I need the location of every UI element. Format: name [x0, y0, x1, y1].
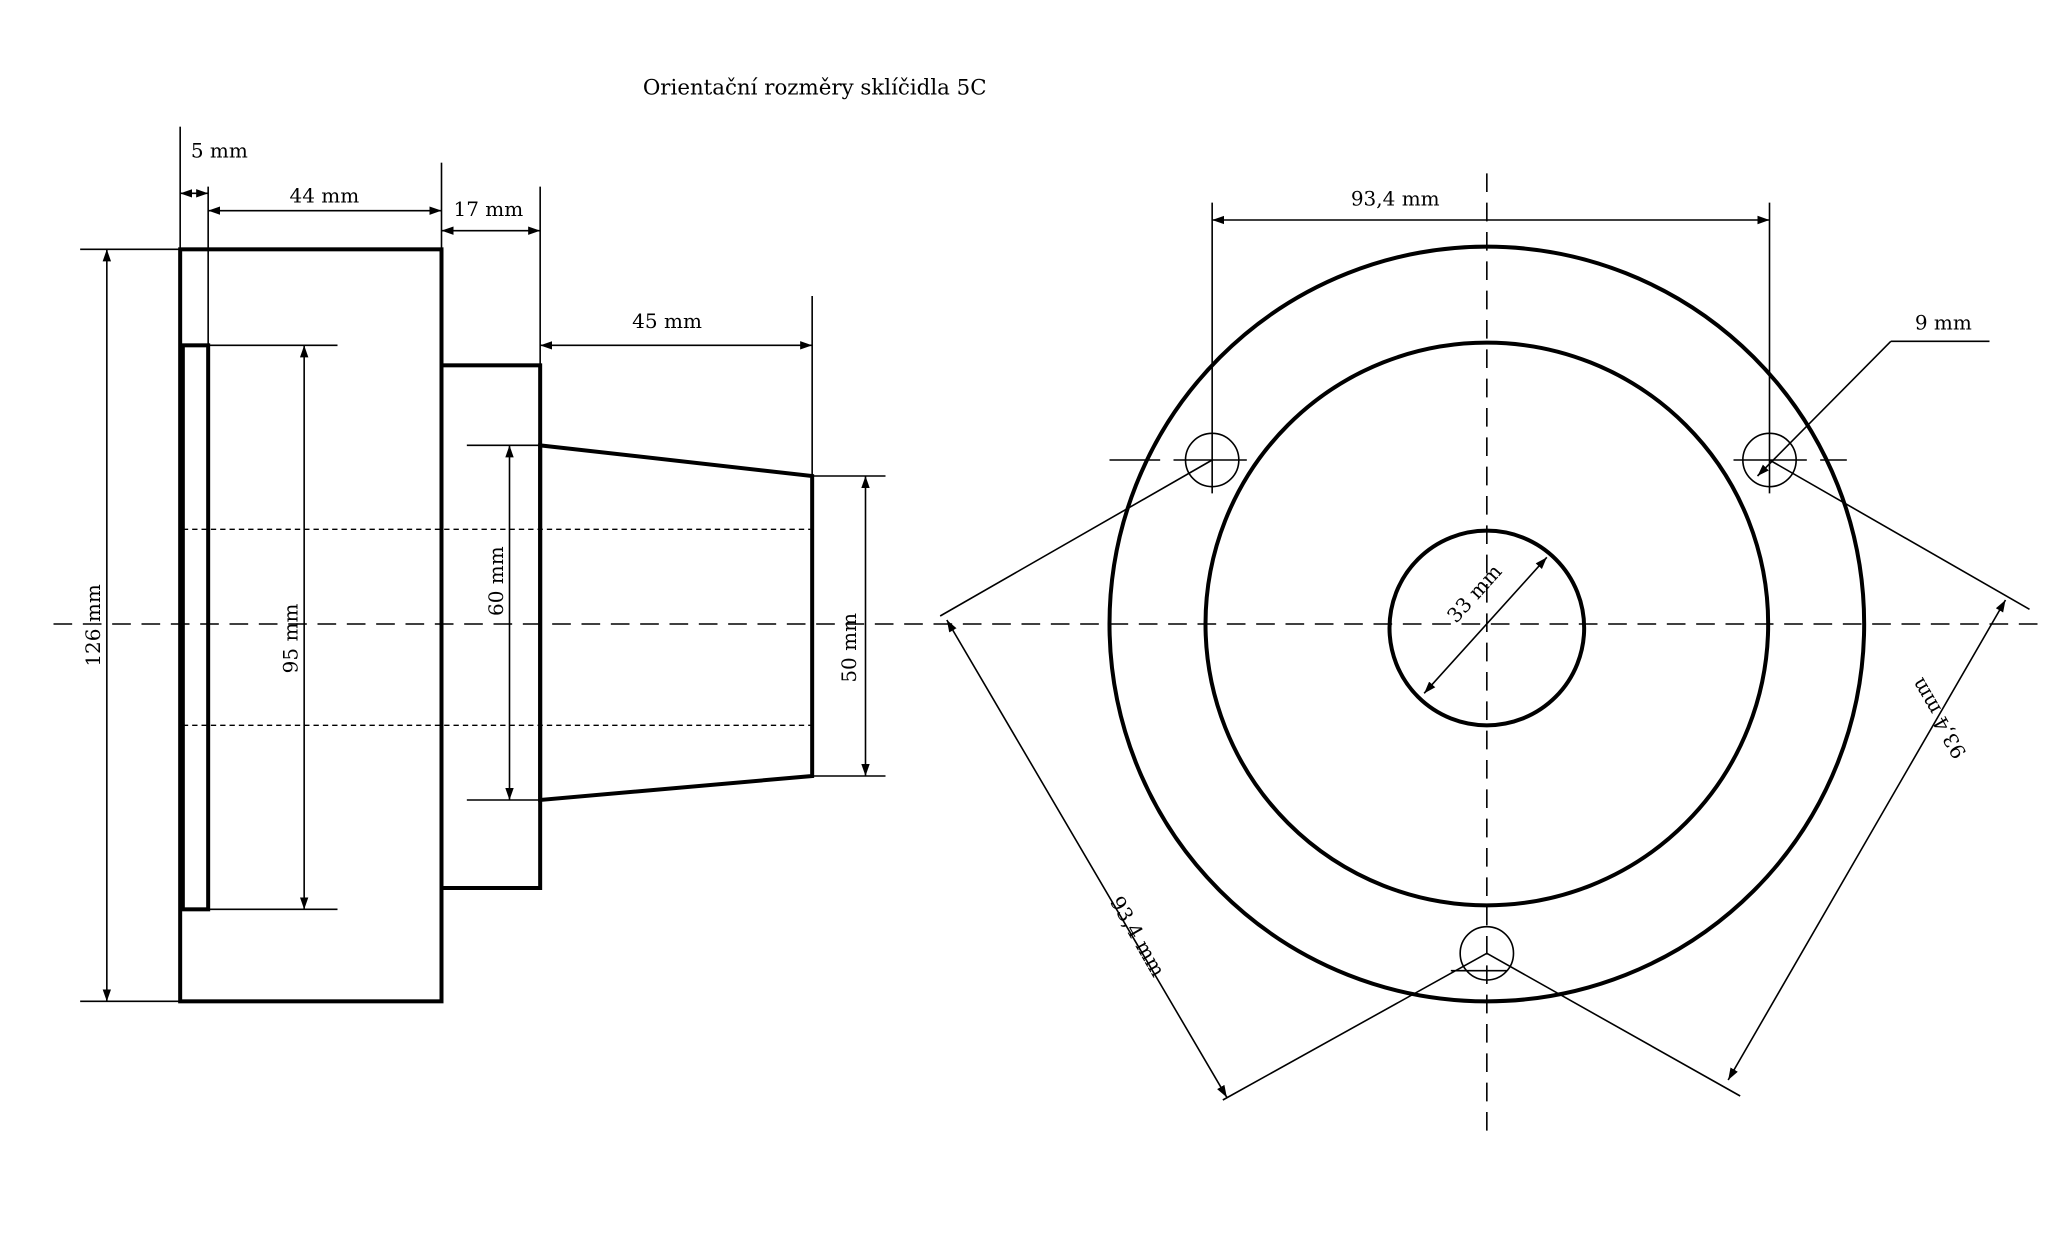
- side-view: 5 mm 44 mm 17 mm 45 mm 126 mm 95 mm 60 m…: [53, 126, 934, 1004]
- collar: [439, 363, 543, 890]
- dim-taper-length: 45 mm: [632, 309, 702, 333]
- dim-taper-small: 50 mm: [837, 613, 861, 683]
- dim-hole-spacing-right: 93,4 mm: [1906, 674, 1971, 763]
- dim-flange-diameter: 95 mm: [279, 604, 303, 674]
- mounting-hole: [1459, 925, 1515, 981]
- dim-hole-diameter: 9 mm: [1915, 310, 1972, 334]
- dim-collar-length: 17 mm: [454, 197, 524, 221]
- flange: [180, 343, 211, 912]
- dim-flange: 5 mm: [191, 138, 248, 162]
- chuck-body: [178, 247, 444, 1004]
- drawing-title: Orientační rozměry sklíčidla 5C: [643, 76, 987, 101]
- front-view: 93,4 mm 9 mm 33 mm 93,4 mm 93,4 mm: [933, 173, 2041, 1140]
- dim-taper-large: 60 mm: [484, 546, 508, 616]
- taper: [538, 443, 815, 803]
- dim-body-length: 44 mm: [290, 184, 360, 208]
- dim-hole-spacing-left: 93,4 mm: [1105, 892, 1170, 981]
- dim-hole-spacing-top: 93,4 mm: [1351, 186, 1440, 210]
- bore-circle: [1387, 528, 1587, 728]
- dim-bore: 33 mm: [1442, 559, 1507, 627]
- dim-outer-diameter: 126 mm: [81, 584, 105, 666]
